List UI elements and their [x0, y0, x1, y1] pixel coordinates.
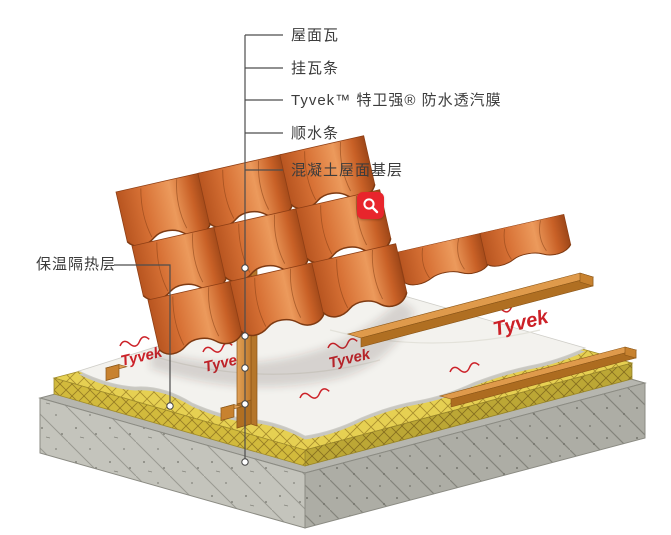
- tile-batten-lower: [438, 346, 638, 408]
- batten-block: [104, 364, 128, 381]
- label-counter-batten: 顺水条: [291, 125, 340, 142]
- tile-batten-long: [346, 272, 595, 348]
- label-concrete-deck: 混凝土屋面基层: [291, 162, 404, 179]
- tile-shadow: [150, 300, 415, 387]
- callout-lines: [114, 34, 283, 462]
- label-roof-tile: 屋面瓦: [291, 27, 340, 44]
- label-membrane: Tyvek™ 特卫强® 防水透汽膜: [291, 92, 502, 109]
- magnifier-glyph: [363, 198, 379, 214]
- batten-block: [219, 404, 243, 421]
- tile-course-right: [397, 213, 573, 290]
- label-insulation: 保温隔热层: [36, 256, 117, 273]
- leader-nodes: [166, 264, 249, 466]
- zoom-icon[interactable]: [357, 192, 384, 219]
- label-tile-batten: 挂瓦条: [291, 60, 340, 77]
